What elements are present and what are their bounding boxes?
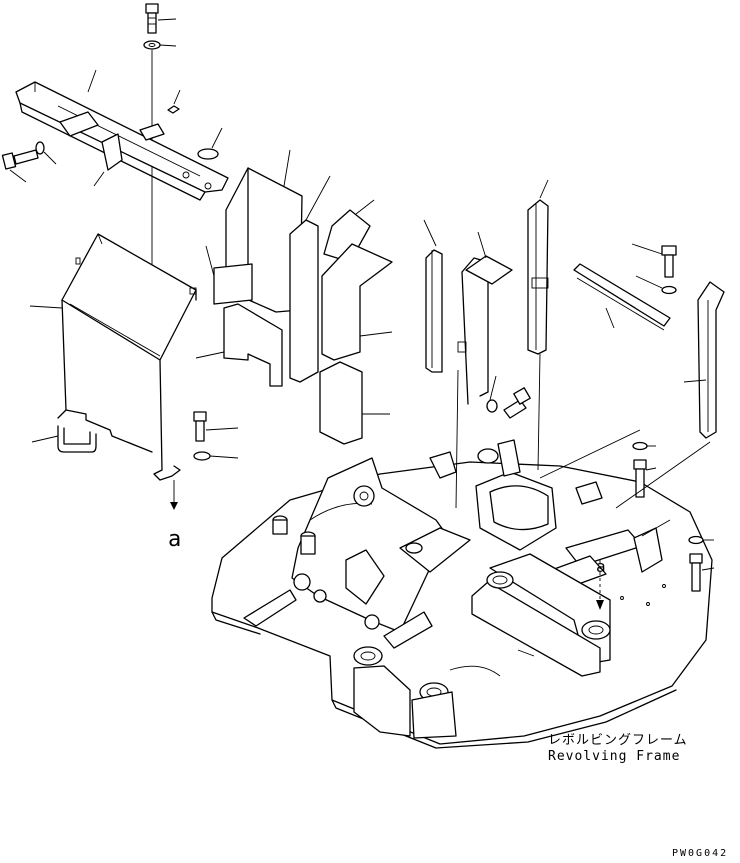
frame-bolt bbox=[633, 459, 657, 498]
bracket-with-flange bbox=[457, 231, 513, 405]
top-washer bbox=[143, 40, 177, 50]
post-tall bbox=[527, 179, 549, 355]
guide-line-3 bbox=[615, 441, 711, 509]
wedge-pad bbox=[93, 133, 123, 187]
sound-insulation-base bbox=[319, 361, 390, 445]
arrow-head-right bbox=[596, 600, 604, 610]
guide-line-5 bbox=[641, 519, 671, 537]
frame-side-washer bbox=[688, 535, 714, 545]
drawing-code: PW0G042 bbox=[672, 848, 728, 858]
post-washer bbox=[486, 375, 498, 413]
frame-label-en: Revolving Frame bbox=[548, 749, 680, 764]
post-left bbox=[423, 219, 443, 373]
sound-insulation-top-pad bbox=[323, 199, 375, 263]
side-rail bbox=[573, 263, 671, 331]
guide-line-1 bbox=[455, 369, 459, 509]
frame-side-bolt bbox=[689, 553, 715, 592]
sound-insulation-thin bbox=[289, 175, 331, 383]
top-bolt bbox=[145, 3, 177, 34]
side-bolt bbox=[1, 149, 39, 183]
left-cover-washer bbox=[193, 451, 239, 461]
left-cover bbox=[29, 233, 197, 510]
u-bracket bbox=[31, 425, 97, 453]
rail-bolt bbox=[631, 243, 677, 278]
guide-line-2 bbox=[537, 353, 541, 471]
revolving-frame bbox=[211, 439, 713, 749]
bent-frame bbox=[683, 281, 725, 439]
frame-washer bbox=[632, 441, 656, 451]
frame-label-jp: レボルビングフレーム bbox=[548, 733, 688, 748]
post-bolt bbox=[503, 387, 531, 419]
sound-insulation-right bbox=[321, 243, 393, 361]
rail-washer bbox=[635, 275, 677, 295]
guide-line-4 bbox=[539, 429, 641, 479]
upper-bracket bbox=[15, 69, 229, 201]
side-washer bbox=[35, 141, 57, 165]
left-cover-bolt bbox=[193, 411, 239, 442]
sound-insulation-cutout bbox=[195, 303, 283, 387]
sound-insulation-small bbox=[205, 245, 253, 305]
ref-letter-right: a bbox=[596, 557, 606, 576]
small-nut bbox=[167, 89, 181, 114]
ref-letter-left: a bbox=[168, 527, 181, 552]
cap-plug bbox=[197, 127, 223, 160]
